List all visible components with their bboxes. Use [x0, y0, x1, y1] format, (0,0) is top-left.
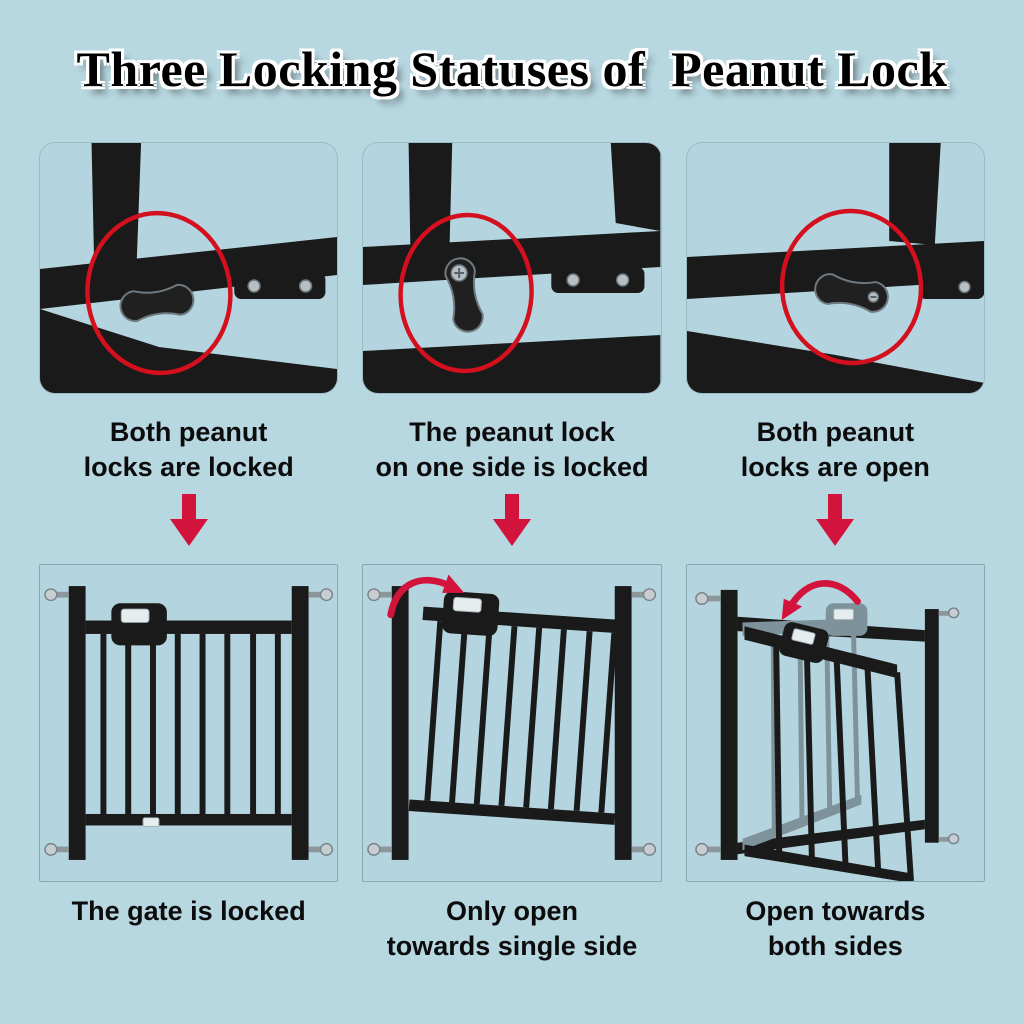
- gate-both-sides-illustration: [694, 580, 959, 881]
- red-curved-arrow-icon: [772, 580, 861, 626]
- red-highlight-ellipse: [779, 208, 923, 366]
- status-columns: Both peanut locks are locked: [39, 142, 985, 963]
- gate-caption-both-sides: Open towards both sides: [745, 896, 926, 961]
- column-one-side-locked: The peanut lock on one side is locked: [362, 142, 662, 963]
- closeup-caption-one-side: The peanut lock on one side is locked: [375, 417, 649, 482]
- gate-door-ghost: [742, 603, 868, 851]
- gate-base-shadow: [363, 335, 661, 393]
- gate-base-shadow: [40, 309, 338, 393]
- lock-label: [120, 608, 150, 623]
- red-curved-arrow-icon: [387, 574, 470, 619]
- red-down-arrow-icon: [813, 494, 857, 550]
- gate-rail: [40, 237, 338, 309]
- red-highlight-ellipse: [398, 212, 535, 374]
- wall-plate: [234, 273, 326, 299]
- bottom-latch: [142, 817, 160, 827]
- closeup-photo-both-open: [685, 142, 985, 394]
- wall-plate: [918, 275, 984, 299]
- red-highlight-ellipse: [85, 210, 233, 376]
- gate-door-open: [744, 622, 914, 881]
- gate-rail: [686, 241, 984, 299]
- gate-photo-both-sides: [685, 564, 985, 882]
- pivot-screw-icon: [867, 291, 879, 303]
- pressure-mount-caps: [44, 588, 334, 856]
- gate-locked-illustration: [44, 586, 334, 860]
- lock-label: [453, 596, 483, 613]
- gate-door-ajar: [409, 591, 630, 825]
- gate-post: [408, 143, 453, 261]
- pivot-screw-icon: [450, 264, 469, 282]
- gate-single-side-illustration: [367, 574, 657, 860]
- gate-frame: [392, 586, 632, 860]
- peanut-lock-open-illustration: [686, 143, 984, 393]
- wall-plate: [551, 267, 645, 293]
- page-title: Three Locking Statuses of Peanut Lock: [76, 41, 948, 97]
- closeup-photo-one-side-locked: [362, 142, 662, 394]
- pressure-mount-caps: [367, 588, 657, 856]
- peanut-lock-locked-illustration: [40, 143, 338, 393]
- gate-caption-single-side: Only open towards single side: [386, 896, 638, 961]
- red-down-arrow-icon: [490, 494, 534, 550]
- gate-post-right: [611, 143, 661, 231]
- pressure-mount-caps: [694, 592, 959, 856]
- closeup-photo-both-locked: [39, 142, 339, 394]
- red-down-arrow-icon: [167, 494, 211, 550]
- gate-photo-single-side: [362, 564, 662, 882]
- gate-post: [91, 143, 142, 281]
- gate-photo-locked: [39, 564, 339, 882]
- gate-bars: [100, 633, 281, 814]
- closeup-caption-both-locked: Both peanut locks are locked: [83, 417, 294, 482]
- column-both-locked: Both peanut locks are locked: [39, 142, 339, 963]
- peanut-lock-one-side-illustration: [363, 143, 661, 393]
- gate-post: [888, 143, 941, 245]
- column-both-open: Both peanut locks are open: [685, 142, 985, 963]
- gate-caption-locked: The gate is locked: [71, 896, 306, 926]
- closeup-caption-both-open: Both peanut locks are open: [740, 417, 930, 482]
